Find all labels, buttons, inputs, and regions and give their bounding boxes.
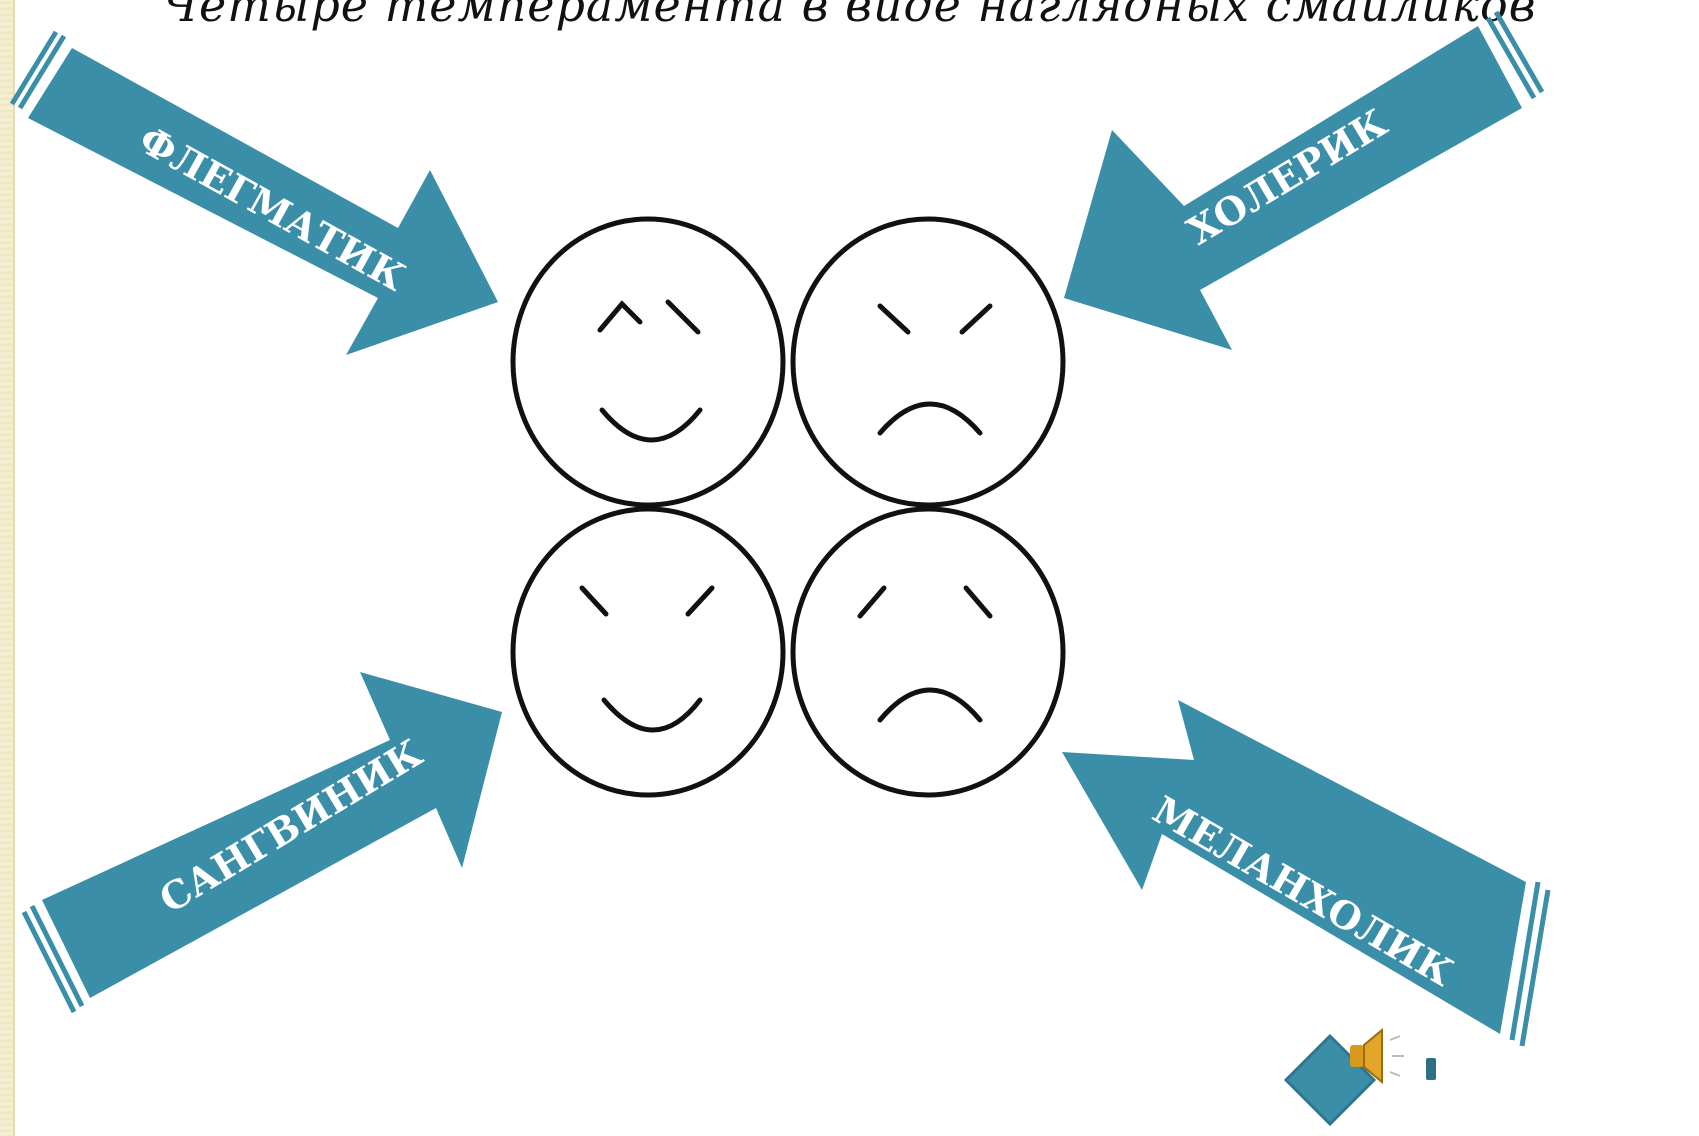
slide-title: Четыре темперамента в виде наглядных сма… xyxy=(162,0,1537,32)
speaker-icon[interactable] xyxy=(1350,1027,1404,1085)
smiley-phlegmatic xyxy=(510,216,786,508)
arrow-sanguine: САНГВИНИК xyxy=(21,672,502,1014)
smiley-sanguine xyxy=(510,506,786,798)
arrow-choleric: ХОЛЕРИК xyxy=(1064,10,1545,350)
arrow-phlegmatic: ФЛЕГМАТИК xyxy=(9,30,498,355)
arrow-melancholic: МЕЛАНХОЛИК xyxy=(1062,700,1551,1047)
smiley-choleric xyxy=(790,216,1066,508)
arrow-label-phlegmatic: ФЛЕГМАТИК xyxy=(132,117,414,300)
slide-border xyxy=(0,0,15,1136)
smiley-melancholic xyxy=(790,506,1066,798)
marker-icon xyxy=(1426,1058,1436,1080)
